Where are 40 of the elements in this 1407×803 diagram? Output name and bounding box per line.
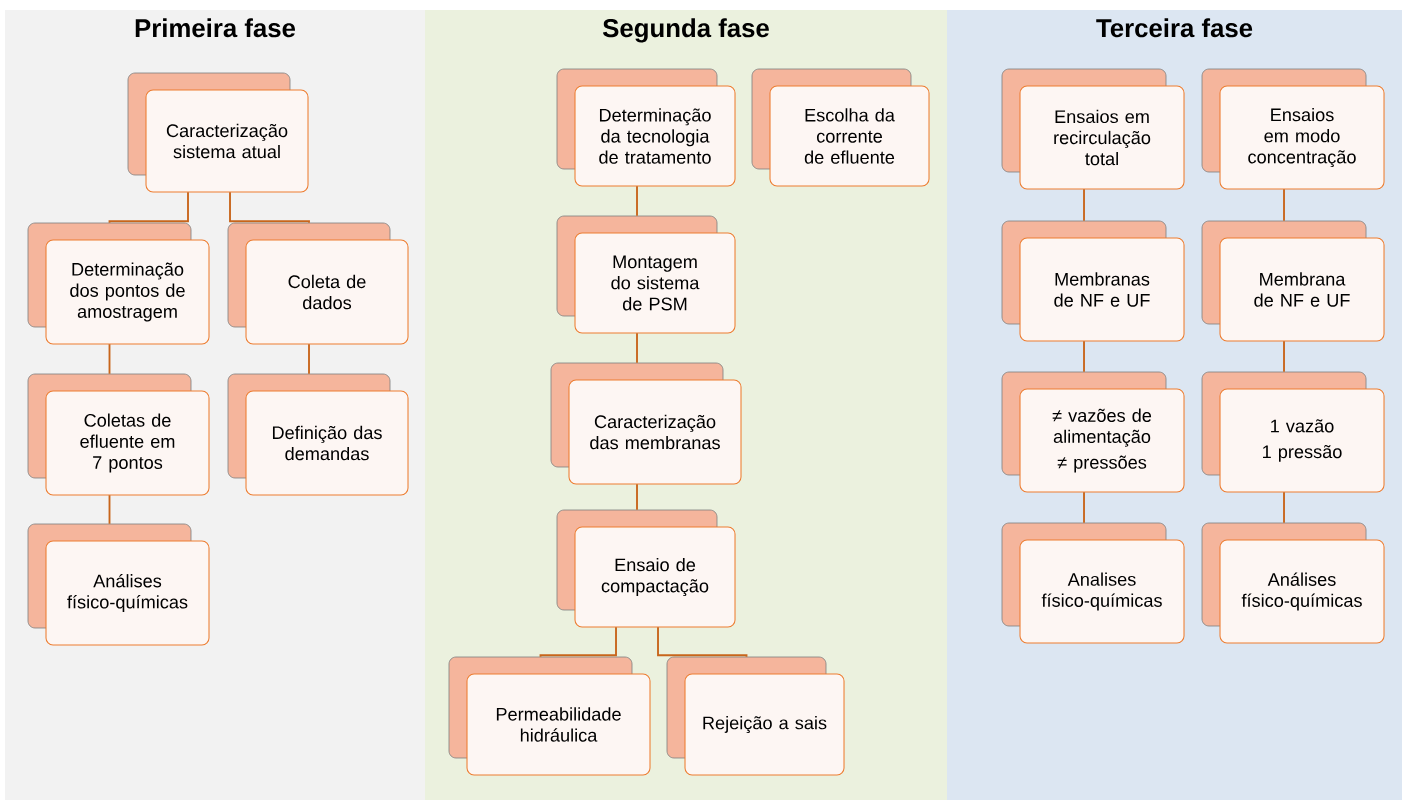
process-box: Membranas de NF e UF bbox=[1001, 220, 1185, 342]
process-box: Montagem do sistema de PSM bbox=[556, 215, 736, 334]
connector-line bbox=[108, 494, 111, 525]
connector-line bbox=[108, 343, 111, 375]
process-box: Membrana de NF e UF bbox=[1201, 220, 1385, 342]
process-box: Coletas de efluente em 7 pontos bbox=[27, 373, 210, 496]
connector-line bbox=[1083, 188, 1085, 222]
phase-heading: Segunda fase bbox=[602, 18, 769, 43]
process-box: Ensaio de compactação bbox=[556, 509, 736, 628]
phase-heading: Terceira fase bbox=[1096, 18, 1253, 38]
process-box: Analises físico-químicas bbox=[1001, 522, 1185, 644]
process-box: Análises físico-químicas bbox=[1201, 522, 1385, 644]
connector-line bbox=[308, 343, 310, 375]
process-box: Determinação da tecnologia de tratamento bbox=[556, 68, 736, 187]
process-box: Permeabilidade hidráulica bbox=[448, 656, 651, 776]
connector-line bbox=[229, 191, 310, 224]
connector-line bbox=[1283, 340, 1285, 373]
process-box: Análises físico-químicas bbox=[27, 523, 210, 646]
connector-line bbox=[1083, 491, 1085, 524]
phase-heading: Primeira fase bbox=[135, 18, 296, 38]
process-box: Caracterização das membranas bbox=[550, 362, 742, 485]
process-box: ≠ vazões de alimentação ≠ pressões bbox=[1001, 371, 1185, 493]
connector-line bbox=[657, 626, 748, 658]
connector-line bbox=[636, 185, 638, 217]
process-box: Determinação dos pontos de amostragem bbox=[27, 222, 210, 345]
process-box: Definição das demandas bbox=[227, 373, 409, 496]
connector-line bbox=[636, 332, 638, 364]
connector-line bbox=[539, 626, 617, 658]
process-box: Coleta de dados bbox=[227, 222, 409, 345]
connector-line bbox=[108, 191, 189, 224]
connector-line bbox=[636, 483, 638, 511]
process-box: Caracterização sistema atual bbox=[127, 72, 309, 193]
process-box: Rejeição a sais bbox=[666, 656, 845, 776]
process-box: Ensaios em recirculação total bbox=[1001, 68, 1185, 190]
connector-line bbox=[1083, 340, 1085, 373]
connector-line bbox=[1283, 491, 1285, 524]
process-box: 1 vazão 1 pressão bbox=[1201, 371, 1385, 493]
process-box: Escolha da corrente de efluente bbox=[751, 68, 930, 187]
connector-line bbox=[1283, 188, 1285, 222]
process-box: Ensaios em modo concentração bbox=[1201, 68, 1385, 190]
